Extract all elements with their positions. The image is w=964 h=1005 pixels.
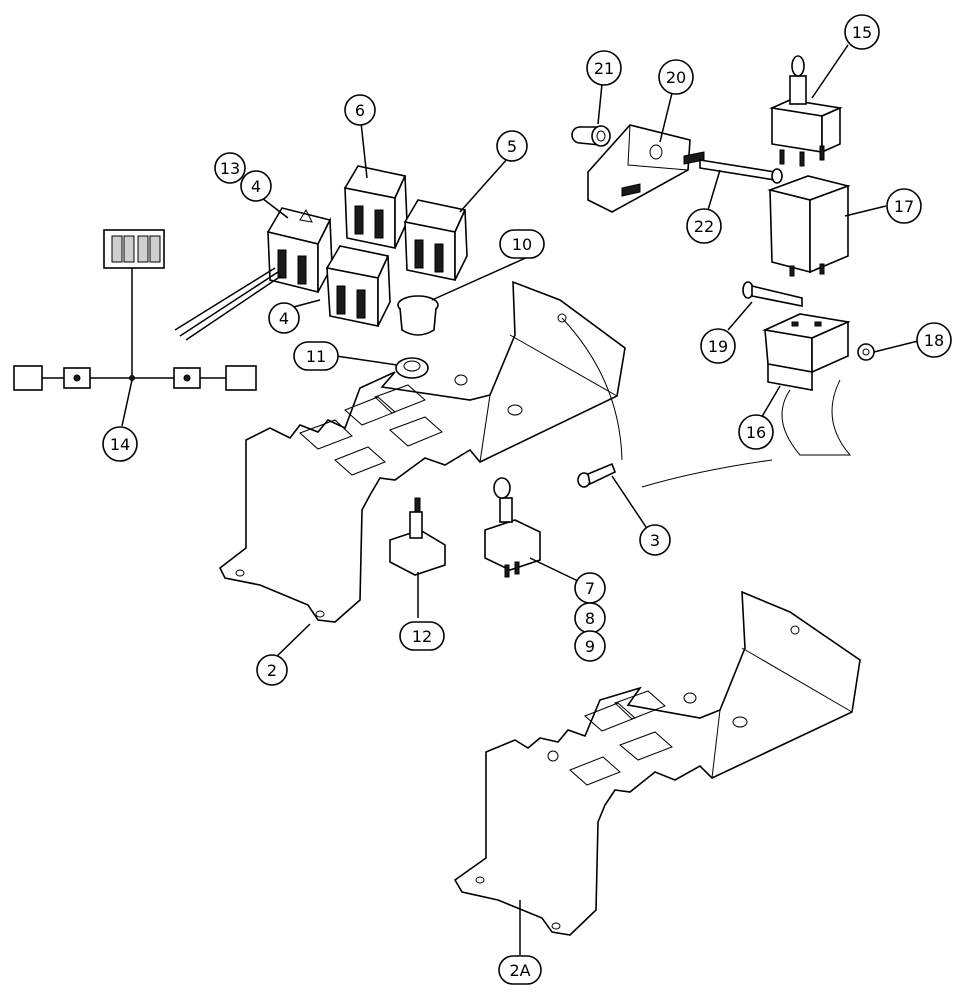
callout-14: 14: [102, 426, 138, 462]
callout-10: 10: [499, 229, 545, 259]
nut-18: [857, 343, 875, 361]
relay-socket-16: [762, 313, 852, 456]
callout-21: 21: [586, 50, 622, 86]
rocker-switch-4: [325, 245, 391, 327]
svg-text:20: 20: [666, 68, 686, 87]
callout-5: 5: [496, 130, 528, 162]
svg-text:19: 19: [708, 337, 728, 356]
svg-text:2: 2: [267, 661, 277, 680]
svg-text:4: 4: [251, 177, 261, 196]
bolt-19: [742, 281, 803, 307]
nut-11: [395, 357, 429, 379]
callout-15: 15: [844, 14, 880, 50]
svg-text:21: 21: [594, 59, 614, 78]
wire-harness-14: [13, 229, 257, 391]
callout-11: 11: [293, 341, 339, 371]
callout-13: 13: [214, 152, 246, 184]
pin-22: [699, 159, 783, 184]
svg-text:3: 3: [650, 531, 660, 550]
svg-text:2A: 2A: [509, 961, 530, 980]
callout-19: 19: [700, 328, 736, 364]
rocker-switch-5: [403, 199, 468, 281]
svg-text:13: 13: [220, 159, 240, 178]
svg-text:16: 16: [746, 423, 766, 442]
callout-8: 8: [574, 602, 606, 634]
callout-16: 16: [738, 414, 774, 450]
screw-3: [561, 317, 623, 488]
svg-text:14: 14: [110, 435, 130, 454]
relay-17: [767, 175, 851, 277]
svg-text:9: 9: [585, 637, 595, 656]
callout-4-upper: 4: [240, 170, 272, 202]
svg-text:6: 6: [355, 101, 365, 120]
bracket-2: [218, 280, 626, 623]
svg-text:10: 10: [512, 235, 532, 254]
callout-12: 12: [399, 621, 445, 651]
toggle-switch-15: [769, 55, 843, 167]
toggle-switch-7: [484, 477, 541, 578]
rotary-switch-12: [389, 497, 446, 576]
callout-20: 20: [658, 59, 694, 95]
svg-text:17: 17: [894, 197, 914, 216]
callout-6: 6: [344, 94, 376, 126]
bushing-21: [571, 125, 611, 147]
callout-18: 18: [916, 322, 952, 358]
bracket-2a: [453, 590, 861, 936]
callout-17: 17: [886, 188, 922, 224]
leader-lines: [121, 44, 919, 955]
plug-10: [397, 295, 439, 336]
svg-text:5: 5: [507, 137, 517, 156]
rocker-switch-6: [343, 165, 408, 249]
svg-text:8: 8: [585, 609, 595, 628]
svg-text:4: 4: [279, 309, 289, 328]
wire: [641, 459, 773, 488]
svg-text:15: 15: [852, 23, 872, 42]
svg-text:12: 12: [412, 627, 432, 646]
callout-2: 2: [256, 654, 288, 686]
bracket-20: [587, 124, 705, 213]
callout-3: 3: [639, 524, 671, 556]
callout-9: 9: [574, 630, 606, 662]
svg-text:7: 7: [585, 579, 595, 598]
svg-text:22: 22: [694, 217, 714, 236]
rocker-switch-4-hazard: [174, 207, 333, 341]
svg-text:11: 11: [306, 347, 326, 366]
callout-22: 22: [686, 208, 722, 244]
callout-7: 7: [574, 572, 606, 604]
callout-4-lower: 4: [268, 302, 300, 334]
svg-text:18: 18: [924, 331, 944, 350]
callout-2a: 2A: [498, 955, 542, 985]
